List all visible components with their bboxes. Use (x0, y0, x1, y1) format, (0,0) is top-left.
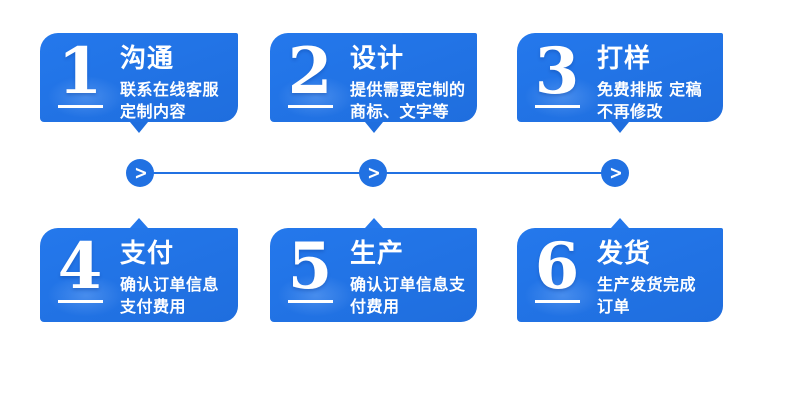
number-underline (287, 300, 333, 303)
chevron-right-icon: > (134, 161, 148, 184)
step-text: 支付 确认订单信息 支付费用 (120, 236, 219, 318)
number-underline (534, 300, 580, 303)
step-number: 3 (534, 34, 580, 109)
step-number: 5 (287, 229, 333, 304)
step-desc: 联系在线客服 定制内容 (120, 79, 219, 123)
pointer-down-icon (611, 122, 629, 133)
step-desc-line2: 订单 (597, 297, 631, 316)
arrow-circle-3: > (601, 159, 629, 187)
step-text: 打样 免费排版 定稿 不再修改 (597, 41, 702, 123)
step-number-block: 2 (283, 34, 337, 109)
step-card-1: 1 沟通 联系在线客服 定制内容 (40, 33, 238, 133)
step-desc-line2: 付费用 (350, 297, 400, 316)
arrow-circle-1: > (126, 159, 154, 187)
number-underline (534, 105, 580, 108)
step-desc: 免费排版 定稿 不再修改 (597, 79, 702, 123)
step-title: 沟通 (120, 44, 175, 74)
arrow-circle-2: > (359, 159, 387, 187)
step-title: 设计 (350, 44, 405, 74)
step-desc-line1: 生产发货完成 (597, 275, 697, 294)
step-desc-line2: 支付费用 (120, 297, 187, 316)
number-underline (57, 105, 103, 108)
step-text: 沟通 联系在线客服 定制内容 (120, 41, 219, 123)
step-number: 6 (534, 229, 580, 304)
step-number-block: 6 (530, 229, 584, 304)
step-title: 发货 (597, 239, 652, 269)
step-number-block: 3 (530, 34, 584, 109)
step-desc-line1: 联系在线客服 (120, 80, 220, 99)
step-title: 打样 (597, 44, 652, 74)
step-desc: 提供需要定制的 商标、文字等 (350, 79, 466, 123)
step-card-3: 3 打样 免费排版 定稿 不再修改 (517, 33, 723, 133)
step-number-block: 5 (283, 229, 337, 304)
step-desc: 确认订单信息支 付费用 (350, 274, 466, 318)
step-desc-line2: 定制内容 (120, 102, 187, 121)
step-title: 支付 (120, 239, 175, 269)
step-number: 2 (287, 34, 333, 109)
chevron-right-icon: > (367, 161, 381, 184)
step-number-block: 4 (53, 229, 107, 304)
step-title: 生产 (350, 239, 405, 269)
pointer-up-icon (364, 218, 383, 228)
step-number-block: 1 (53, 34, 107, 109)
step-number: 1 (57, 34, 103, 109)
step-desc-line1: 确认订单信息支 (350, 275, 466, 294)
step-desc-line1: 提供需要定制的 (350, 80, 466, 99)
step-number: 4 (57, 229, 103, 304)
step-desc-line2: 商标、文字等 (350, 102, 450, 121)
step-text: 设计 提供需要定制的 商标、文字等 (350, 41, 466, 123)
pointer-up-icon (130, 218, 148, 228)
step-desc-line2: 不再修改 (597, 102, 664, 121)
pointer-up-icon (611, 218, 629, 228)
pointer-down-icon (130, 122, 148, 133)
number-underline (57, 300, 103, 303)
step-text: 生产 确认订单信息支 付费用 (350, 236, 466, 318)
step-text: 发货 生产发货完成 订单 (597, 236, 696, 318)
step-card-2: 2 设计 提供需要定制的 商标、文字等 (270, 33, 477, 133)
step-desc-line1: 免费排版 定稿 (597, 80, 703, 99)
step-card-4: 4 支付 确认订单信息 支付费用 (40, 218, 238, 322)
number-underline (287, 105, 333, 108)
step-desc-line1: 确认订单信息 (120, 275, 220, 294)
chevron-right-icon: > (609, 161, 623, 184)
step-desc: 确认订单信息 支付费用 (120, 274, 219, 318)
step-desc: 生产发货完成 订单 (597, 274, 696, 318)
step-card-6: 6 发货 生产发货完成 订单 (517, 218, 723, 322)
pointer-down-icon (364, 122, 383, 133)
step-card-5: 5 生产 确认订单信息支 付费用 (270, 218, 477, 322)
